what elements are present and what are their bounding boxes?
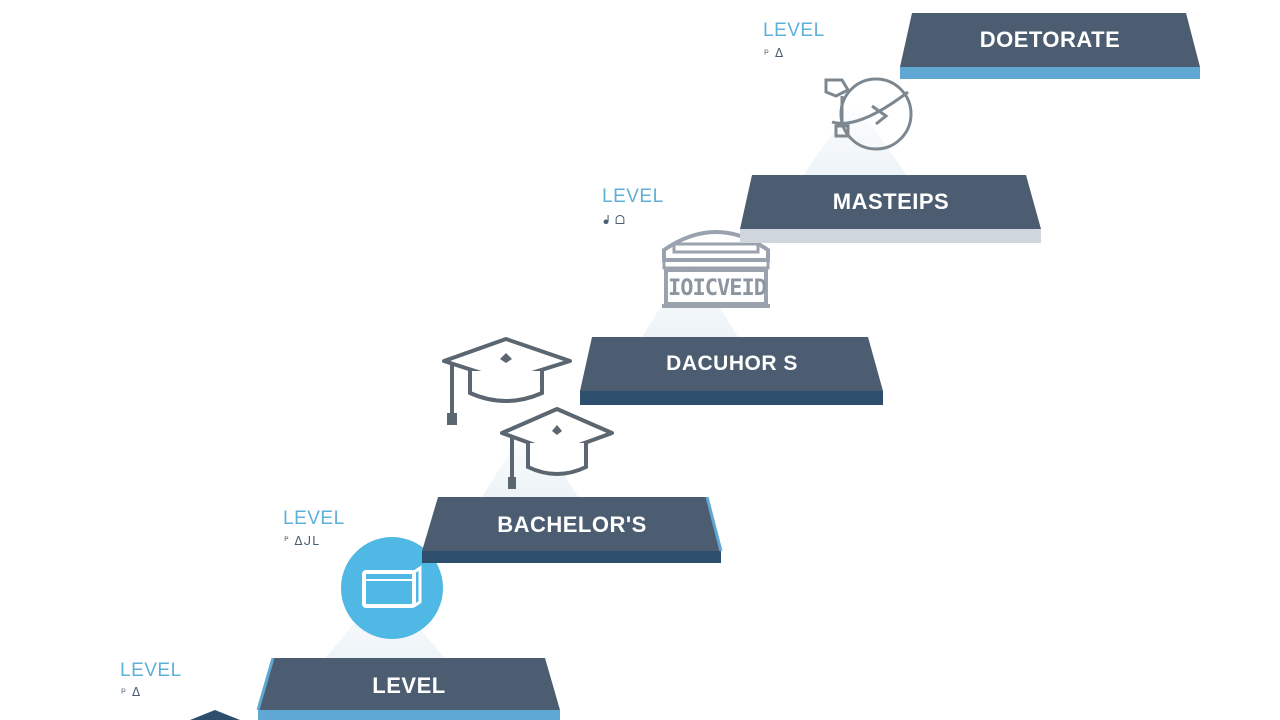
level-tag: LEVEL (120, 660, 182, 681)
step-label: DOETORATE (979, 27, 1121, 52)
step-label: DACUHOR S (666, 352, 798, 375)
folder-icon (341, 537, 443, 639)
graduation-cap-icon (500, 407, 614, 489)
step-level: LEVEL (255, 658, 563, 720)
step-label: LEVEL (372, 673, 446, 698)
step-shape (580, 337, 883, 405)
step-shape (740, 175, 1041, 243)
compass-globe-icon (824, 77, 913, 151)
building-sign: IOICVEID (668, 276, 766, 301)
graduation-cap-icon (442, 337, 572, 425)
step-dachuhors: DACUHOR S (578, 337, 886, 407)
step-masters: MASTEIPS (738, 175, 1044, 245)
step-shape (256, 658, 560, 720)
level-subtext: ᴾ ᐃᒍᒪ (284, 534, 320, 548)
level-subtext: ᖱ ᗝ (603, 213, 626, 227)
step-label: MASTEIPS (832, 189, 950, 214)
level-tag: LEVEL (602, 186, 664, 207)
level-tag: LEVEL (763, 20, 825, 41)
level-subtext: ᵖ ᐃ (764, 46, 785, 60)
step-shape (422, 497, 723, 563)
cap-top-icon (190, 710, 240, 720)
step-doctorate: DOETORATE (898, 13, 1202, 83)
level-subtext: ᵖ ᐃ (121, 685, 142, 699)
step-label: BACHELOR'S (497, 512, 647, 537)
level-tag: LEVEL (283, 508, 345, 529)
step-bachelors: BACHELOR'S (420, 497, 724, 567)
step-shape (900, 13, 1200, 79)
